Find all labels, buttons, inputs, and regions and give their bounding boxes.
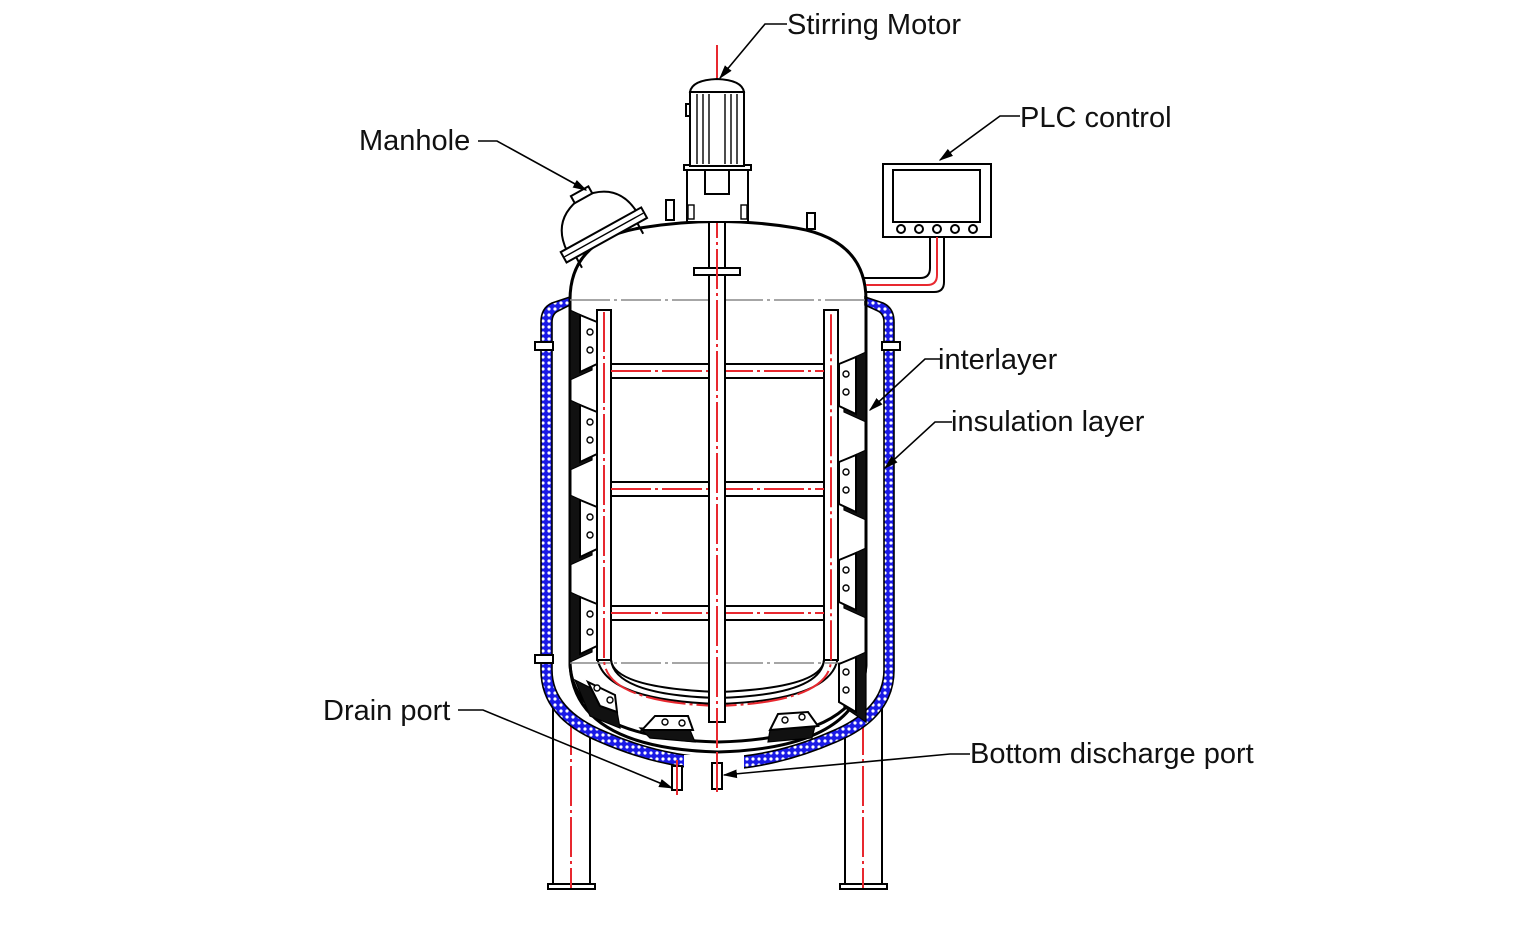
label-manhole: Manhole	[359, 125, 470, 157]
top-nozzle-left	[665, 199, 675, 221]
leaders	[458, 23, 1020, 789]
left-baffles	[569, 309, 598, 663]
stirring-motor	[683, 77, 752, 223]
left-lug-lower	[534, 654, 554, 664]
left-leg	[547, 700, 596, 890]
manhole	[559, 185, 649, 269]
plc-button	[896, 224, 906, 234]
plc-screen	[892, 169, 981, 223]
right-leg	[839, 700, 888, 890]
label-drain-port: Drain port	[323, 695, 450, 727]
bottom-discharge-port	[711, 755, 723, 792]
label-interlayer: interlayer	[938, 344, 1058, 376]
plc-button	[914, 224, 924, 234]
plc-button	[932, 224, 942, 234]
label-plc-control: PLC control	[1020, 102, 1172, 134]
plc-control-panel	[863, 163, 992, 293]
insulation-layer	[540, 295, 895, 771]
plc-button	[968, 224, 978, 234]
top-nozzle-right	[806, 212, 816, 230]
drain-port	[671, 760, 683, 795]
support-legs	[547, 700, 888, 890]
right-lug	[881, 341, 901, 351]
bottom-baffles	[573, 678, 820, 743]
left-lug	[534, 341, 554, 351]
label-bottom-discharge-port: Bottom discharge port	[970, 738, 1254, 770]
plc-button	[950, 224, 960, 234]
label-insulation-layer: insulation layer	[951, 406, 1145, 438]
right-baffles	[838, 351, 867, 724]
label-stirring-motor: Stirring Motor	[787, 9, 961, 41]
